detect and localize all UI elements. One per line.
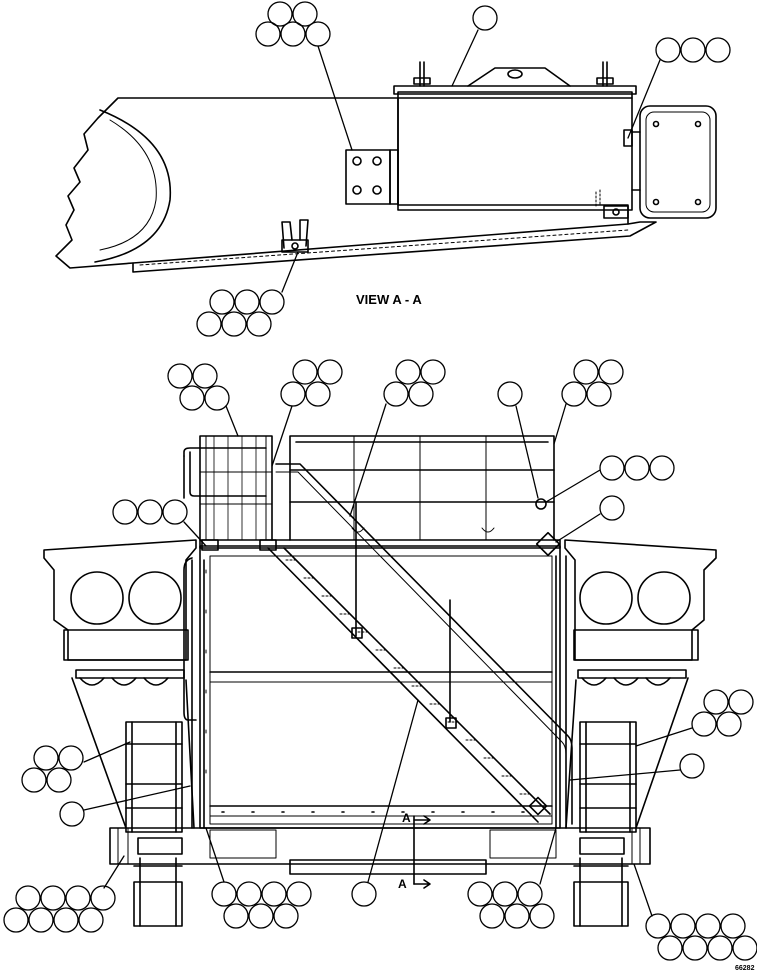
lift-hook-left xyxy=(413,61,431,87)
upper-guardrail xyxy=(183,435,273,541)
right-ladder xyxy=(573,721,637,927)
left-ladder xyxy=(125,721,183,927)
view-title: VIEW A - A xyxy=(356,292,422,307)
rear-guardrail xyxy=(289,435,555,541)
central-frame xyxy=(199,545,561,829)
boom-outline xyxy=(55,97,629,269)
left-housing xyxy=(43,539,197,661)
section-label-bottom: A xyxy=(398,877,407,891)
box-body xyxy=(397,91,633,211)
clamp-left xyxy=(281,219,309,253)
view-a-a-section xyxy=(55,61,717,273)
base-beam xyxy=(109,827,651,865)
callouts-top xyxy=(196,1,731,337)
lift-hook-right xyxy=(596,61,614,87)
right-housing xyxy=(564,539,717,661)
mounting-block xyxy=(345,149,391,205)
drawing-number: 66282 xyxy=(735,965,755,972)
callouts-bottom xyxy=(3,359,757,961)
clamp-right xyxy=(603,205,629,219)
section-label-top: A xyxy=(402,811,411,825)
section-marker xyxy=(413,815,431,889)
end-plate xyxy=(639,105,717,219)
stairway xyxy=(267,463,573,825)
main-view xyxy=(43,435,717,927)
